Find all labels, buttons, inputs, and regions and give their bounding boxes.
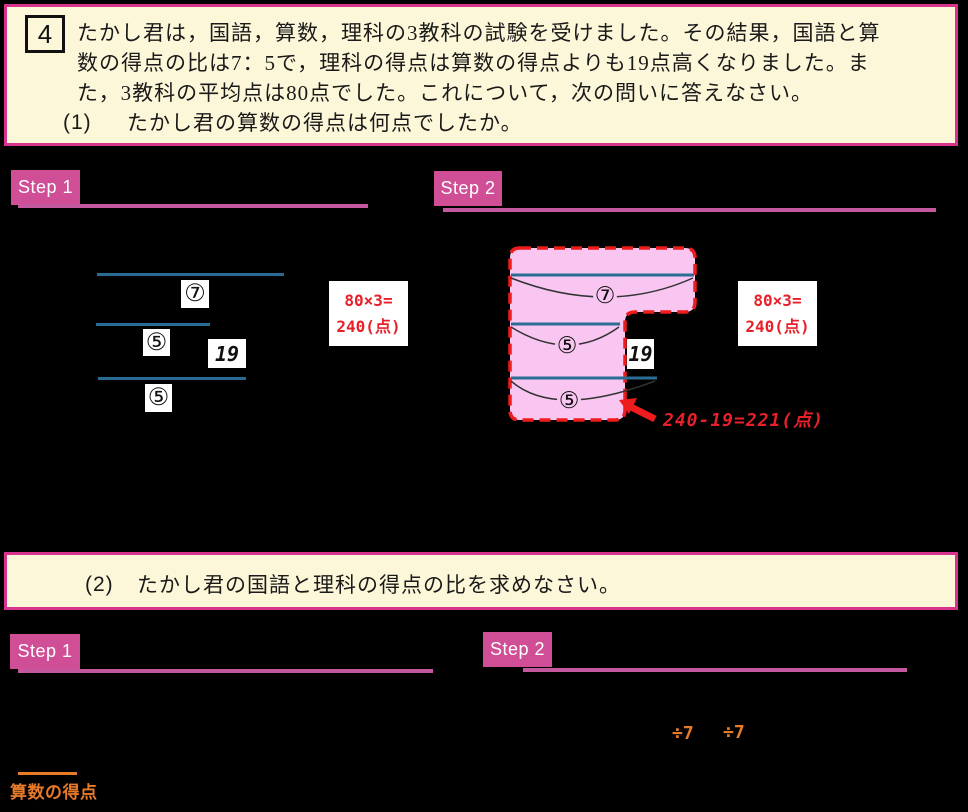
d2-bar1-labelcircle: ⑦ [593, 283, 617, 307]
d1-bar2-line [96, 323, 210, 326]
problem-number: 4 [37, 18, 53, 49]
step1-bottom-label: Step 1 [10, 634, 80, 669]
problem1-box [4, 4, 958, 146]
question1-text: たかし君の算数の得点は何点でしたか。 [127, 111, 523, 135]
d2-bar2-value: ⑤ [556, 331, 578, 358]
d1-bar3-labelbox: ⑤ [145, 384, 172, 412]
question2-label: (2) [85, 573, 114, 596]
answer-underline [18, 772, 77, 775]
problem-number-box: 4 [25, 15, 65, 53]
step2-bottom-underline [523, 668, 907, 672]
d2-shape-svg [508, 246, 697, 423]
d2-calc-box: 80×3= 240(点) [738, 281, 817, 346]
d1-calc-line2: 240(点) [336, 316, 401, 336]
d1-bar3-value: ⑤ [147, 384, 170, 411]
d2-bar1-value: ⑦ [594, 281, 616, 308]
d2-calc-line2: 240(点) [745, 316, 810, 336]
question1-label: (1) [63, 111, 92, 134]
step2-top-label: Step 2 [434, 171, 502, 206]
d2-bar3-value: ⑤ [558, 386, 580, 413]
d2-bar3-labelcircle: ⑤ [557, 388, 581, 412]
problem1-line2: 数の得点の比は7：5で，理科の得点は算数の得点よりも19点高くなりました。ま [77, 51, 870, 75]
d1-bar1-value: ⑦ [184, 280, 206, 307]
question2-text: たかし君の国語と理科の得点の比を求めなさい。 [137, 573, 621, 597]
d2-diff-labelbox: 19 [627, 339, 654, 369]
problem1-line3: た，3教科の平均点は80点でした。これについて，次の問いに答えなさい。 [77, 81, 813, 105]
problem1-line1: たかし君は，国語，算数，理科の3教科の試験を受けました。その結果，国語と算 [77, 21, 881, 45]
d1-bar2-value: ⑤ [145, 328, 168, 356]
step1-bottom-underline [18, 669, 433, 673]
d1-bar1-line [97, 273, 284, 276]
step2-top-underline [443, 208, 936, 212]
red-arrow-icon [619, 398, 657, 423]
answer-label: 算数の得点 [10, 783, 98, 802]
d1-diff-labelbox: 19 [208, 339, 246, 368]
d2-diff-value: 19 [628, 342, 653, 366]
d1-bar2-labelbox: ⑤ [143, 329, 170, 356]
divide-by-7-first: ÷7 [672, 723, 694, 744]
step1-top-label: Step 1 [11, 170, 80, 205]
d1-calc-box: 80×3= 240(点) [329, 281, 408, 346]
d1-bar1-labelbox: ⑦ [181, 280, 209, 308]
d1-calc-line1: 80×3= [344, 290, 393, 310]
d1-diff-value: 19 [214, 341, 240, 366]
d1-bar3-line [98, 377, 246, 380]
step1-top-underline [18, 204, 368, 208]
d2-bar2-labelcircle: ⑤ [555, 333, 579, 357]
step2-bottom-label: Step 2 [483, 632, 552, 667]
d2-calc-line1: 80×3= [753, 290, 802, 310]
divide-by-7-second: ÷7 [723, 722, 745, 743]
d2-arrow-formula: 240-19=221(点) [663, 410, 825, 431]
problem2-box [4, 552, 958, 610]
